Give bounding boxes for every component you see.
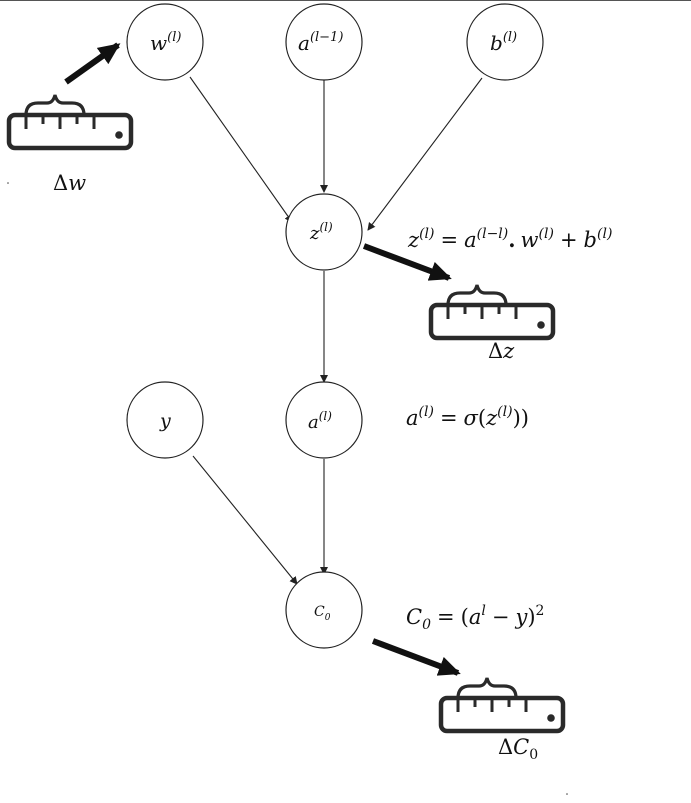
node-a-base: a: [308, 412, 319, 433]
svg-text:y: y: [159, 410, 171, 432]
delta-z-label: Δz: [488, 339, 515, 363]
nudge-arrow-z: [362, 243, 452, 281]
edge-y-to-c0: [192, 455, 298, 585]
node-c0: C0: [285, 571, 363, 649]
svg-text:w(l): w(l): [150, 30, 181, 55]
node-c0-base: C: [314, 604, 325, 620]
ruler-icon: [431, 285, 553, 338]
svg-text:a(l−1): a(l−1): [298, 30, 343, 55]
node-b-sup: (l): [503, 30, 517, 45]
node-a-sup: (l): [319, 409, 333, 423]
svg-text:b(l): b(l): [490, 30, 517, 55]
node-b-base: b: [490, 31, 503, 55]
equation-c0: C0=(al−y)2: [406, 603, 544, 633]
node-b: b(l): [466, 3, 544, 81]
node-y-base: y: [159, 410, 171, 432]
equation-a: a(l)=σ(z(l))): [406, 404, 529, 430]
node-w: w(l): [126, 3, 204, 81]
ruler-icon: [9, 95, 131, 148]
edge-w-to-z: [189, 76, 293, 223]
nudge-arrow-c0: [371, 638, 461, 676]
node-a: a(l): [285, 381, 363, 459]
node-z: z(l): [285, 193, 363, 271]
node-z-base: z: [309, 223, 320, 244]
edge-b-to-z: [367, 77, 483, 231]
node-c0-sub: 0: [325, 613, 331, 623]
node-y: y: [126, 381, 204, 459]
node-a-prev: a(l−1): [285, 3, 363, 81]
svg-text:C0: C0: [314, 604, 331, 623]
node-aprev-sup: (l−1): [310, 30, 343, 45]
svg-text:a(l): a(l): [308, 409, 332, 433]
delta-w-label: Δw: [53, 171, 86, 195]
equation-z: z(l)=a(l−l).w(l)+b(l): [407, 226, 612, 252]
node-w-sup: (l): [167, 30, 181, 45]
node-aprev-base: a: [298, 31, 310, 55]
ruler-icon: [441, 678, 563, 731]
node-w-base: w: [150, 31, 167, 55]
delta-c0-label: ΔC0: [498, 735, 538, 763]
nudge-arrow-w: [64, 42, 121, 85]
node-z-sup: (l): [319, 220, 333, 234]
svg-text:z(l): z(l): [309, 220, 333, 244]
